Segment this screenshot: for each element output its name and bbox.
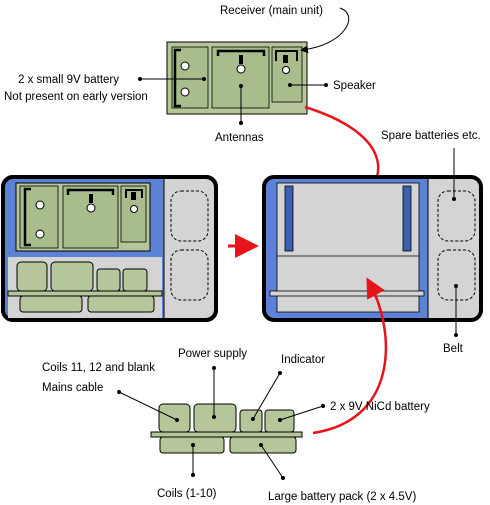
speaker-label: Speaker	[333, 80, 376, 92]
battery-9v-label: 2 x small 9V battery	[18, 74, 119, 86]
antennas-label: Antennas	[215, 132, 264, 144]
coils-blank-label: Coils 11, 12 and blank	[42, 362, 155, 374]
spare-batteries-label: Spare batteries etc.	[381, 130, 481, 142]
battery-contact-icon	[180, 61, 190, 71]
receiver-unit	[166, 41, 308, 115]
receiver-arrow	[300, 7, 350, 54]
belt-label: Belt	[443, 343, 464, 355]
indicator-label: Indicator	[281, 354, 325, 366]
battery-contact-icon	[180, 87, 190, 97]
mains-cable-label: Mains cable	[42, 382, 103, 394]
power-supply-label: Power supply	[178, 348, 247, 360]
insert-pack-arrow	[312, 277, 388, 435]
case-empty	[262, 175, 483, 322]
receiver-label: Receiver (main unit)	[220, 5, 323, 17]
large-battery-label: Large battery pack (2 x 4.5V)	[268, 491, 416, 503]
case-packed	[1, 175, 218, 322]
speaker-jack-icon	[282, 66, 290, 74]
coil-battery-pack	[150, 403, 303, 454]
coils-1-10-label: Coils (1-10)	[157, 488, 217, 500]
nicd-battery-label: 2 x 9V NiCd battery	[330, 401, 430, 413]
battery-9v-note: Not present on early version	[4, 91, 148, 103]
antenna-connector-icon	[236, 64, 246, 74]
